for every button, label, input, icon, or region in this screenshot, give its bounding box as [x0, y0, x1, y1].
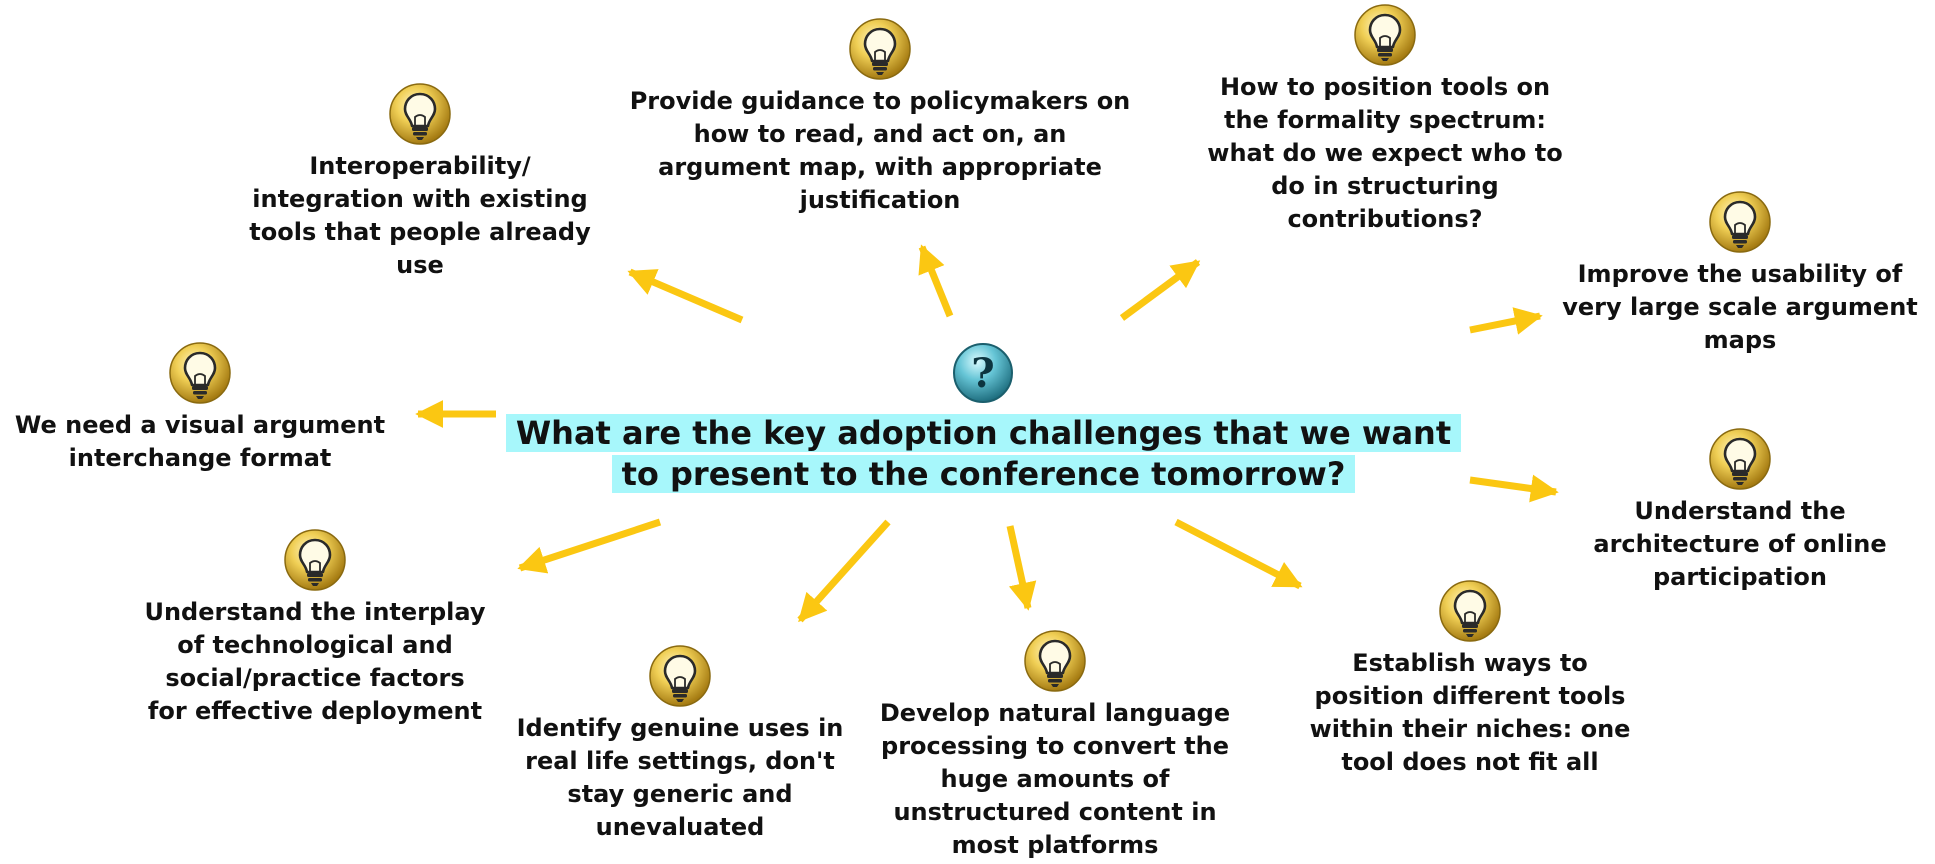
- connector-arrows: [415, 244, 1559, 623]
- idea-node-interchange-format[interactable]: We need a visual argument interchange fo…: [0, 341, 400, 475]
- lightbulb-icon: [388, 82, 452, 146]
- idea-node-genuine-uses[interactable]: Identify genuine uses in real life setti…: [480, 644, 880, 844]
- central-issue-line-2: to present to the conference tomorrow?: [611, 455, 1356, 493]
- idea-node-niches[interactable]: Establish ways to position different too…: [1270, 579, 1670, 779]
- idea-label: Improve the usability of very large scal…: [1562, 260, 1918, 354]
- idea-node-interoperability[interactable]: Interoperability/ integration with exist…: [220, 82, 620, 282]
- lightbulb-icon: [1353, 3, 1417, 67]
- lightbulb-icon: [848, 17, 912, 81]
- lightbulb-icon: [1438, 579, 1502, 643]
- idea-node-architecture[interactable]: Understand the architecture of online pa…: [1550, 427, 1930, 594]
- idea-node-formality-spectrum[interactable]: How to position tools on the formality s…: [1165, 3, 1605, 236]
- central-issue-line-1: What are the key adoption challenges tha…: [505, 414, 1462, 452]
- idea-node-interplay[interactable]: Understand the interplay of technologica…: [115, 528, 515, 728]
- lightbulb-icon: [168, 341, 232, 405]
- arrow-to-interplay: [517, 518, 662, 574]
- idea-label: How to position tools on the formality s…: [1207, 73, 1563, 233]
- lightbulb-icon: [1708, 190, 1772, 254]
- arrow-to-formality: [1119, 259, 1201, 321]
- question-mark-icon: ?: [953, 343, 1013, 403]
- arrow-to-genuine-uses: [797, 519, 891, 623]
- central-issue[interactable]: What are the key adoption challenges tha…: [500, 413, 1467, 495]
- idea-label: Interoperability/ integration with exist…: [249, 152, 591, 279]
- idea-node-usability[interactable]: Improve the usability of very large scal…: [1545, 190, 1935, 357]
- lightbulb-icon: [648, 644, 712, 708]
- idea-label: Develop natural language processing to c…: [879, 699, 1231, 859]
- arrow-to-nlp: [1006, 525, 1037, 611]
- idea-node-policymakers[interactable]: Provide guidance to policymakers on how …: [600, 17, 1160, 217]
- lightbulb-icon: [1023, 629, 1087, 693]
- idea-node-nlp[interactable]: Develop natural language processing to c…: [860, 629, 1250, 862]
- arrow-to-architecture: [1469, 474, 1559, 503]
- idea-label: Understand the interplay of technologica…: [144, 598, 486, 725]
- arrow-to-usability: [1469, 307, 1543, 335]
- idea-label: Provide guidance to policymakers on how …: [629, 87, 1131, 214]
- lightbulb-icon: [1708, 427, 1772, 491]
- idea-label: We need a visual argument interchange fo…: [14, 411, 386, 472]
- idea-label: Understand the architecture of online pa…: [1593, 497, 1887, 591]
- arrow-to-niches: [1174, 518, 1303, 590]
- idea-label: Establish ways to position different too…: [1309, 649, 1631, 776]
- arrow-to-interoperability: [627, 268, 744, 324]
- idea-label: Identify genuine uses in real life setti…: [516, 714, 844, 841]
- svg-text:?: ?: [971, 350, 994, 397]
- arrow-to-policymakers: [918, 244, 954, 318]
- lightbulb-icon: [283, 528, 347, 592]
